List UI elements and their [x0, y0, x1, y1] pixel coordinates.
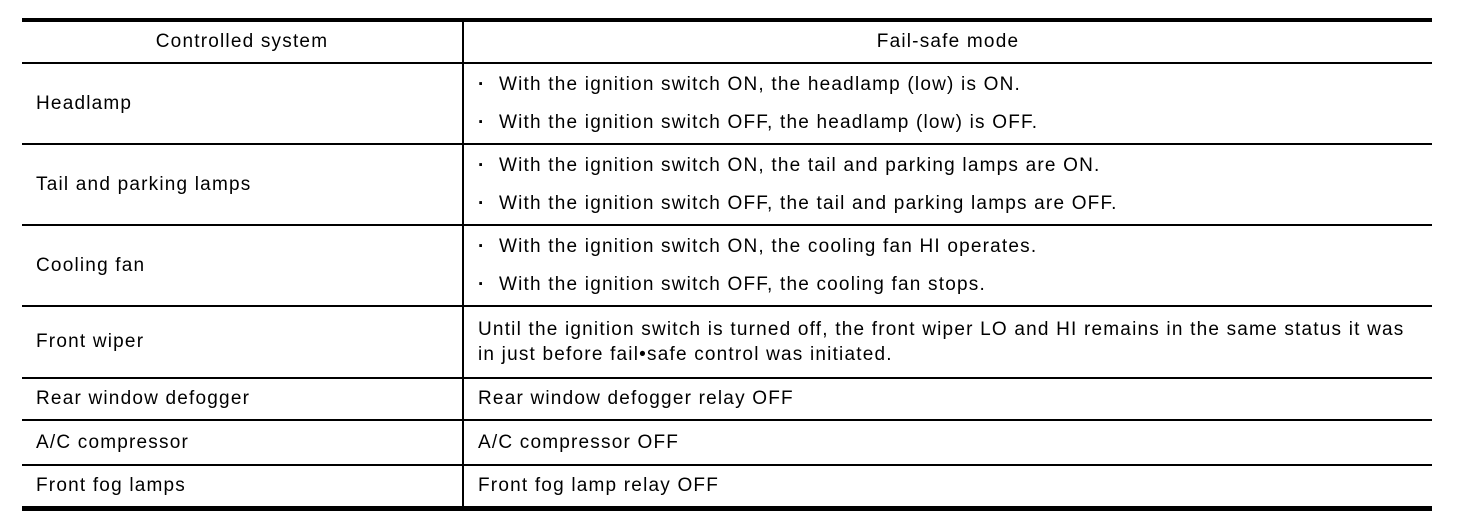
fail-safe-text: With the ignition switch OFF, the tail a…	[499, 192, 1118, 214]
controlled-system-label: Rear window defogger	[22, 377, 464, 420]
table-row-front-fog-lamps: Front fog lamps Front fog lamp relay OFF	[22, 464, 1432, 508]
list-item: · With the ignition switch OFF, the cool…	[478, 274, 1422, 296]
bullet-list: · With the ignition switch ON, the tail …	[478, 155, 1422, 215]
fail-safe-text: With the ignition switch ON, the cooling…	[499, 235, 1038, 257]
fail-safe-text: With the ignition switch ON, the headlam…	[499, 73, 1022, 95]
bullet-icon: ·	[478, 235, 486, 257]
list-item: · With the ignition switch ON, the tail …	[478, 155, 1422, 177]
table-row-ac-compressor: A/C compressor A/C compressor OFF	[22, 419, 1432, 465]
bullet-icon: ·	[478, 111, 486, 133]
table-row-rear-window-defogger: Rear window defogger Rear window defogge…	[22, 377, 1432, 420]
bullet-list: · With the ignition switch ON, the cooli…	[478, 236, 1422, 296]
bullet-icon: ·	[478, 73, 486, 95]
table-row-tail-parking-lamps: Tail and parking lamps · With the igniti…	[22, 143, 1432, 225]
fail-safe-text: A/C compressor OFF	[478, 431, 680, 453]
fail-safe-table: Controlled system Fail-safe mode Headlam…	[22, 18, 1432, 511]
column-header-fail-safe-mode: Fail-safe mode	[463, 19, 1432, 63]
table-row-headlamp: Headlamp · With the ignition switch ON, …	[22, 62, 1432, 144]
table-row-front-wiper: Front wiper Until the ignition switch is…	[22, 305, 1432, 378]
fail-safe-mode-cell: Rear window defogger relay OFF	[463, 377, 1432, 420]
list-item: · With the ignition switch ON, the cooli…	[478, 236, 1422, 258]
table-header-row: Controlled system Fail-safe mode	[22, 19, 1432, 63]
list-item: · With the ignition switch OFF, the head…	[478, 112, 1422, 134]
controlled-system-label: Front fog lamps	[22, 464, 464, 508]
fail-safe-mode-cell: · With the ignition switch ON, the cooli…	[463, 224, 1432, 306]
column-header-controlled-system: Controlled system	[22, 19, 464, 63]
list-item: · With the ignition switch OFF, the tail…	[478, 193, 1422, 215]
controlled-system-label: Headlamp	[22, 62, 464, 144]
bullet-icon: ·	[478, 154, 486, 176]
fail-safe-mode-cell: Until the ignition switch is turned off,…	[463, 305, 1432, 378]
fail-safe-text: Rear window defogger relay OFF	[478, 388, 794, 409]
bullet-icon: ·	[478, 192, 486, 214]
fail-safe-text: With the ignition switch OFF, the headla…	[499, 111, 1039, 133]
controlled-system-label: A/C compressor	[22, 419, 464, 465]
controlled-system-label: Cooling fan	[22, 224, 464, 306]
fail-safe-mode-cell: · With the ignition switch ON, the headl…	[463, 62, 1432, 144]
fail-safe-text: With the ignition switch OFF, the coolin…	[499, 273, 986, 295]
fail-safe-mode-cell: · With the ignition switch ON, the tail …	[463, 143, 1432, 225]
fail-safe-text: Until the ignition switch is turned off,…	[478, 319, 1405, 365]
fail-safe-mode-cell: A/C compressor OFF	[463, 419, 1432, 465]
bullet-list: · With the ignition switch ON, the headl…	[478, 74, 1422, 134]
controlled-system-label: Front wiper	[22, 305, 464, 378]
list-item: · With the ignition switch ON, the headl…	[478, 74, 1422, 96]
table-row-cooling-fan: Cooling fan · With the ignition switch O…	[22, 224, 1432, 306]
fail-safe-text: Front fog lamp relay OFF	[478, 474, 720, 496]
controlled-system-label: Tail and parking lamps	[22, 143, 464, 225]
bullet-icon: ·	[478, 273, 486, 295]
fail-safe-text: With the ignition switch ON, the tail an…	[499, 154, 1101, 176]
fail-safe-mode-cell: Front fog lamp relay OFF	[463, 464, 1432, 508]
